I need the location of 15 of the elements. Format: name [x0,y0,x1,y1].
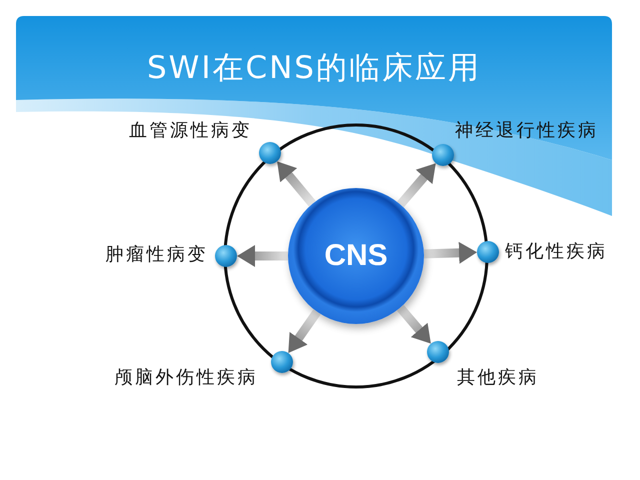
sphere-node [427,341,449,363]
node-label: 钙化性疾病 [505,240,608,264]
node-label: 颅脑外伤性疾病 [114,366,258,390]
sphere-node [271,351,293,373]
sphere-node [215,245,237,267]
node-label: 神经退行性疾病 [455,119,598,143]
arrow [237,245,288,267]
hub-circle: CNS [288,188,424,324]
title: SWI在CNS的临床应用 [146,49,482,88]
node-label: 其他疾病 [457,366,539,390]
node-label: 肿瘤性病变 [106,243,208,267]
sphere-node [477,241,499,263]
sphere-node [259,142,281,164]
arrow [424,242,478,264]
node-label: 血管源性病变 [129,119,252,143]
